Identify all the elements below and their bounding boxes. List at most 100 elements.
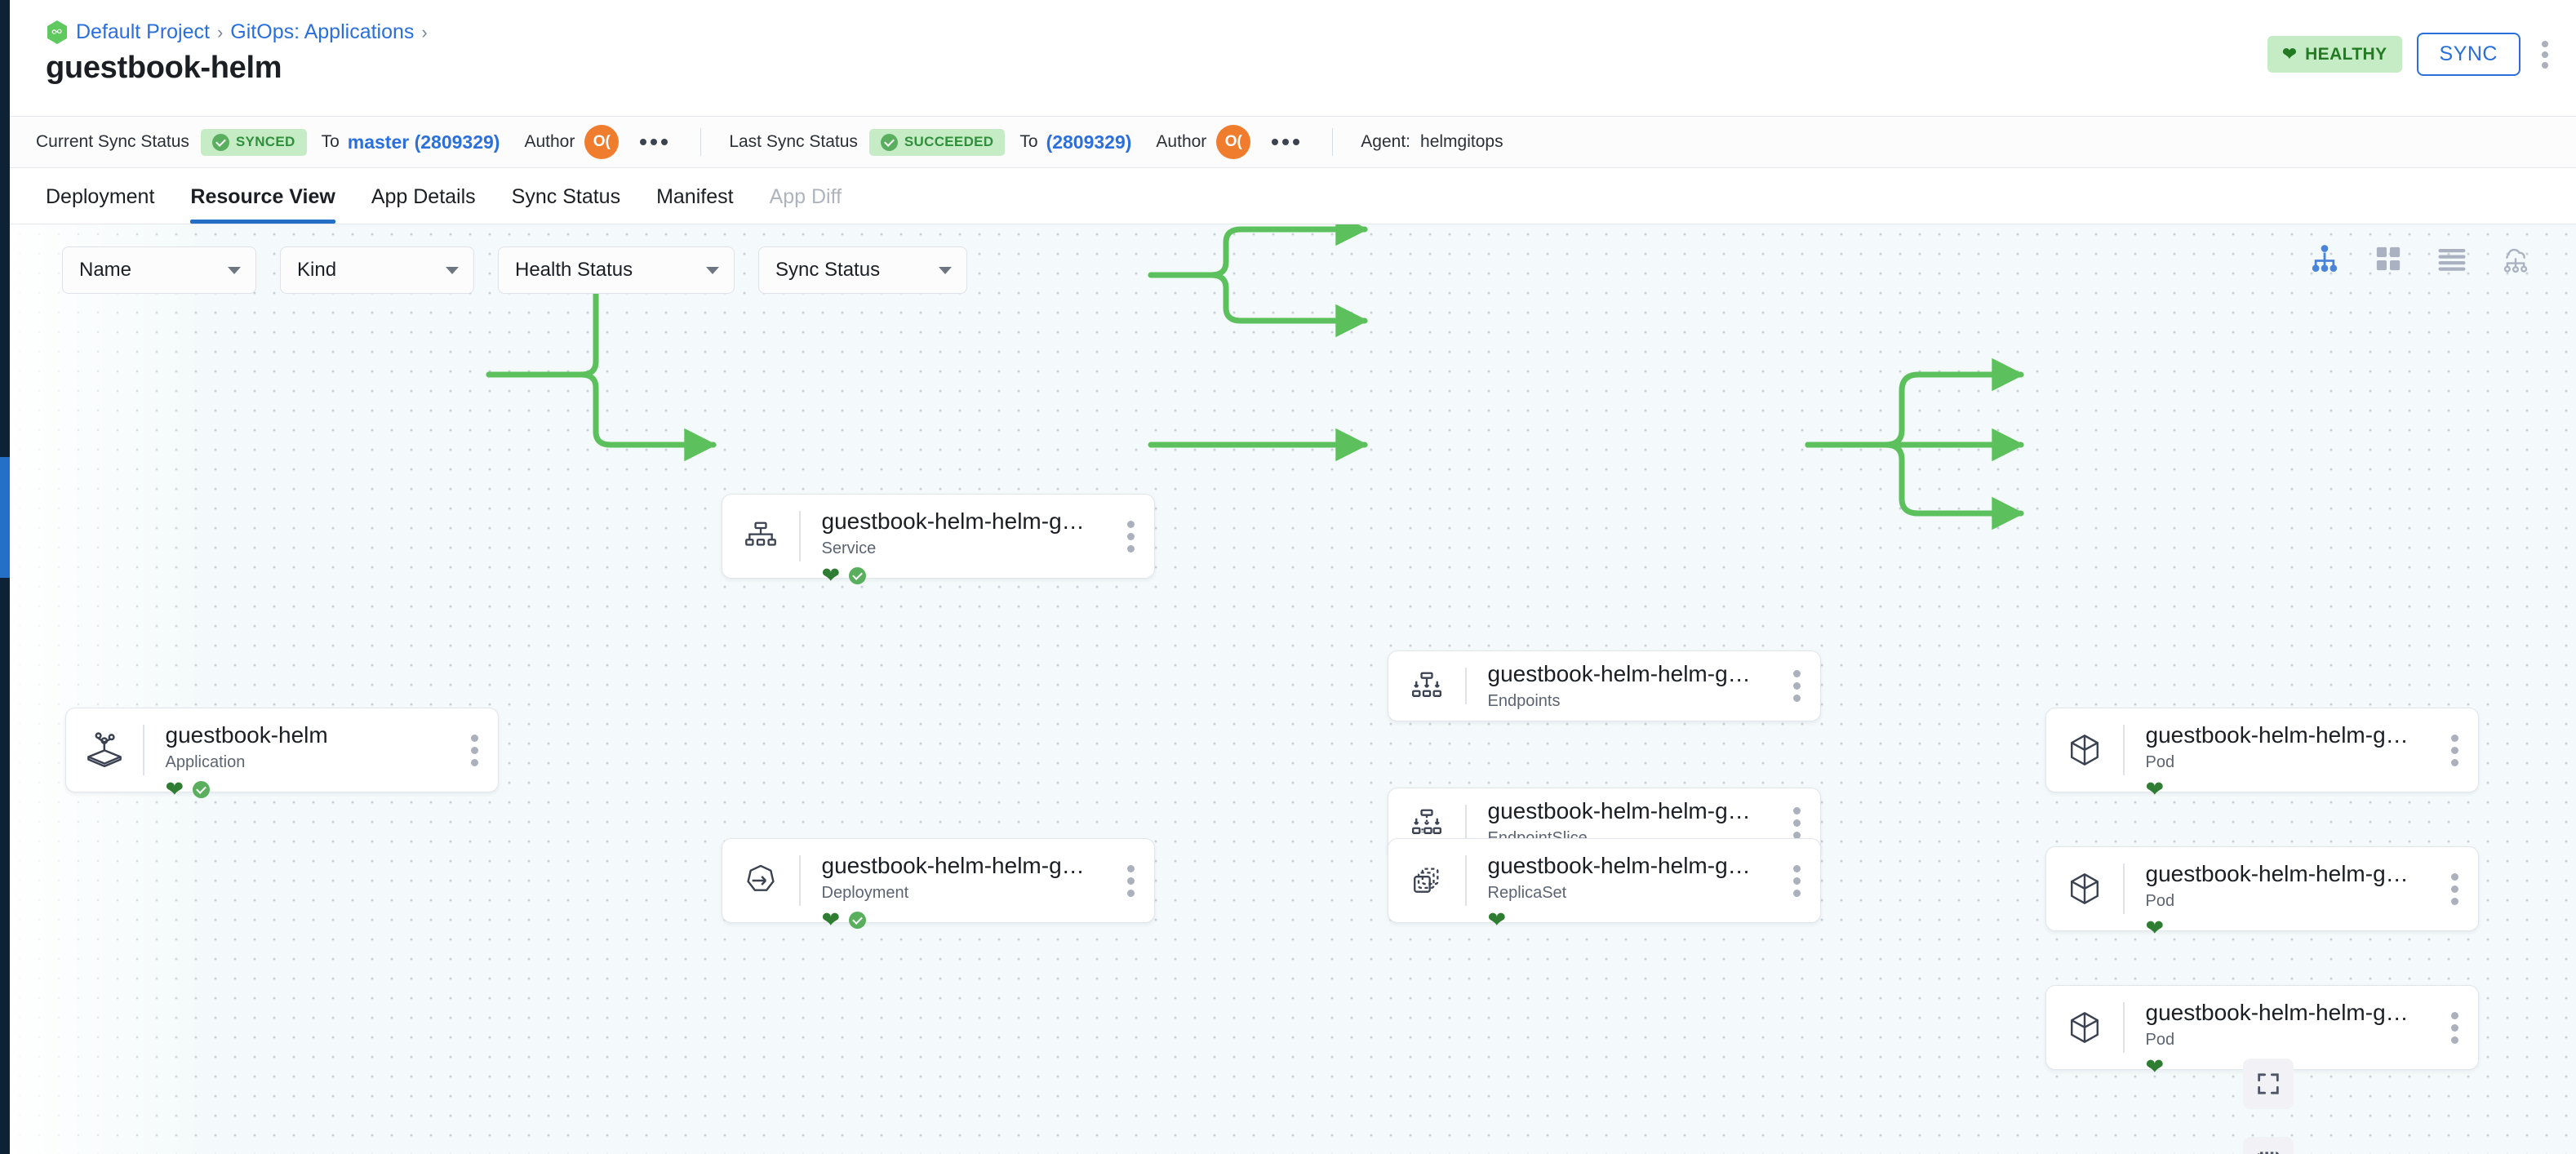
agent-value: helmgitops	[1420, 132, 1503, 151]
current-sync-status-label: Current Sync Status	[36, 132, 189, 151]
list-view-icon[interactable]	[2434, 241, 2470, 277]
tab-bar: Deployment Resource View App Details Syn…	[10, 168, 2576, 224]
resource-graph-canvas[interactable]: Name Kind Health Status Sync Status	[10, 224, 2576, 1154]
node-kind: Service	[821, 539, 877, 558]
health-heart-icon: ❤	[165, 776, 184, 801]
node-status-badges-7: ❤	[2146, 778, 2432, 800]
tab-sync-status[interactable]: Sync Status	[511, 185, 621, 208]
sync-button[interactable]: SYNC	[2416, 33, 2520, 76]
endpoints-icon	[1388, 667, 1465, 706]
node-kebab-menu-icon-2[interactable]	[1107, 495, 1154, 578]
last-author-label: Author	[1156, 132, 1207, 151]
chevron-down-icon-2	[446, 266, 459, 274]
graph-node-service[interactable]: guestbook-helm-helm-g… Service ❤	[722, 494, 1155, 586]
status-badge-health[interactable]: ❤ HEALTHY	[2267, 36, 2402, 73]
breadcrumb-item-gitops-applications[interactable]: GitOps: Applications	[230, 20, 415, 43]
header-actions: ❤ HEALTHY SYNC	[2267, 33, 2555, 76]
current-sync-status-chip: SYNCED	[200, 128, 307, 156]
node-status-badges-5: ❤	[822, 908, 1108, 930]
breadcrumb: Default Project › GitOps: Applications ›	[46, 20, 428, 45]
last-sync-status-chip: SUCCEEDED	[868, 128, 1006, 156]
current-author-label: Author	[524, 132, 575, 151]
last-revision-link[interactable]: (2809329)	[1046, 131, 1132, 153]
selection-box-icon[interactable]	[2243, 1137, 2294, 1154]
node-kind: Pod	[2145, 1031, 2175, 1050]
gitops-hexagon-icon	[46, 20, 69, 45]
health-heart-icon: ❤	[2145, 1054, 2165, 1079]
graph-node-application[interactable]: guestbook-helm Application ❤	[65, 708, 499, 800]
network-view-icon[interactable]	[2498, 241, 2534, 277]
breadcrumb-separator: ›	[216, 21, 224, 42]
node-status-badges-9: ❤	[2145, 1054, 2432, 1079]
filter-kind-select[interactable]: Kind	[280, 246, 474, 294]
node-name: guestbook-helm-helm-g…	[821, 853, 1085, 878]
chevron-down-icon-4	[939, 266, 952, 274]
graph-node-replicaset[interactable]: guestbook-helm-helm-g… ReplicaSet ❤	[1388, 838, 1821, 930]
node-kebab-menu-icon-3[interactable]	[1773, 670, 1820, 702]
node-name: guestbook-helm-helm-g…	[1487, 853, 1751, 878]
filter-name-label: Name	[79, 259, 132, 281]
node-kebab-menu-icon-9[interactable]	[2431, 986, 2478, 1069]
filter-health-status-select[interactable]: Health Status	[498, 246, 735, 294]
node-kind: Application	[165, 753, 246, 772]
node-kind: Endpoints	[1487, 692, 1561, 711]
breadcrumb-item-default-project[interactable]: Default Project	[76, 20, 210, 43]
status-divider-2	[1332, 128, 1334, 156]
edge-app-deployment	[486, 371, 717, 462]
graph-node-pod-2[interactable]: guestbook-helm-helm-g… Pod ❤	[2045, 846, 2479, 939]
node-divider-4	[1465, 805, 1467, 841]
tab-app-details[interactable]: App Details	[371, 185, 476, 208]
current-revision-link[interactable]: master (2809329)	[347, 131, 500, 153]
filter-name-select[interactable]: Name	[62, 246, 256, 294]
node-kind: Pod	[2145, 892, 2175, 911]
node-divider-8	[2123, 863, 2125, 914]
grid-view-icon[interactable]	[2370, 241, 2406, 277]
node-kebab-menu-icon-7[interactable]	[2431, 708, 2478, 792]
tab-manifest[interactable]: Manifest	[656, 185, 734, 208]
left-nav-rail[interactable]	[0, 0, 10, 1154]
node-kebab-menu-icon[interactable]	[451, 708, 498, 792]
node-content-8: guestbook-helm-helm-g… Pod ❤	[2125, 847, 2432, 939]
filter-bar: Name Kind Health Status Sync Status	[10, 224, 2576, 316]
node-divider-6	[1465, 855, 1467, 906]
node-status-badges-8: ❤	[2146, 917, 2432, 939]
check-circle-icon	[211, 133, 229, 151]
node-content-2: guestbook-helm-helm-g… Service ❤	[801, 495, 1108, 586]
agent-label: Agent:	[1361, 132, 1411, 151]
node-divider-5	[799, 855, 801, 906]
app-header: Default Project › GitOps: Applications ›…	[10, 0, 2576, 117]
node-name: guestbook-helm-helm-g…	[1487, 797, 1751, 823]
avatar[interactable]: O(	[584, 125, 620, 159]
filter-sync-status-label: Sync Status	[775, 259, 881, 281]
node-name: guestbook-helm	[165, 722, 328, 748]
filter-sync-status-select[interactable]: Sync Status	[758, 246, 967, 294]
node-status-badges-2: ❤	[822, 564, 1108, 586]
current-sync-more-icon[interactable]	[635, 132, 673, 152]
application-icon	[66, 708, 143, 792]
tab-deployment[interactable]: Deployment	[46, 185, 155, 208]
tab-resource-view[interactable]: Resource View	[172, 185, 353, 224]
tree-view-icon[interactable]	[2307, 241, 2343, 277]
node-content-6: guestbook-helm-helm-g… ReplicaSet ❤	[1467, 839, 1774, 930]
current-to-label: To	[321, 132, 340, 151]
graph-node-endpoints[interactable]: guestbook-helm-helm-g… Endpoints	[1388, 650, 1821, 721]
node-name: guestbook-helm-helm-g…	[2145, 861, 2409, 886]
header-kebab-menu-icon[interactable]	[2535, 36, 2555, 73]
health-heart-icon: ❤	[2145, 915, 2165, 940]
graph-node-deployment[interactable]: guestbook-helm-helm-g… Deployment ❤	[722, 838, 1155, 930]
graph-node-pod-1[interactable]: guestbook-helm-helm-g… Pod ❤	[2045, 708, 2479, 800]
node-kebab-menu-icon-5[interactable]	[1107, 839, 1154, 922]
node-kebab-menu-icon-6[interactable]	[1773, 839, 1820, 922]
last-sync-more-icon[interactable]	[1267, 132, 1304, 152]
node-content-5: guestbook-helm-helm-g… Deployment ❤	[801, 839, 1108, 930]
node-divider-2	[799, 511, 801, 561]
node-kebab-menu-icon-8[interactable]	[2431, 847, 2478, 930]
graph-node-pod-3[interactable]: guestbook-helm-helm-g… Pod ❤	[2045, 985, 2479, 1077]
fullscreen-icon[interactable]	[2243, 1059, 2294, 1109]
node-name: guestbook-helm-helm-g…	[2145, 722, 2409, 748]
edge-replicaset-pod1	[1805, 357, 2025, 448]
edge-service-endpointslice	[1148, 272, 1369, 338]
node-name: guestbook-helm-helm-g…	[821, 508, 1085, 534]
avatar-2[interactable]: O(	[1216, 125, 1251, 159]
node-kebab-menu-icon-4[interactable]	[1773, 807, 1820, 839]
